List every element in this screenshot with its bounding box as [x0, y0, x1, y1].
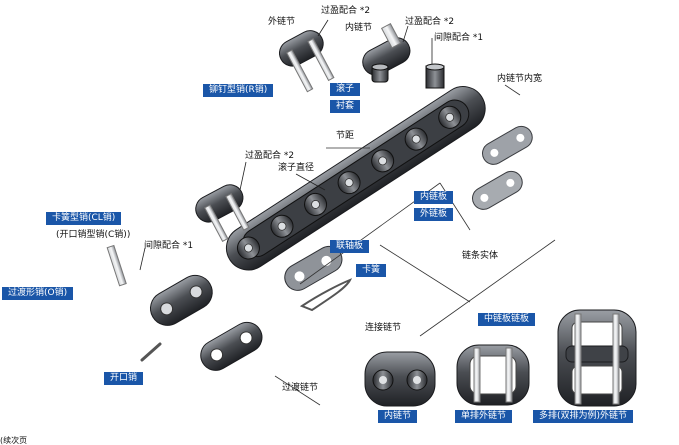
clip-type-pin-paren-label: (开口销型销(C销)) [56, 230, 131, 240]
clip-type-pin-box: 卡簧型销(CL销) [46, 212, 122, 225]
inner-link-thumb [364, 351, 436, 407]
offset-plate-lower [200, 321, 263, 371]
clip-type-link [195, 184, 250, 243]
riveted-outer-link [279, 30, 335, 93]
connecting-plate-box: 联轴板 [330, 240, 370, 253]
footer-fragment: (续次页 [0, 436, 28, 445]
riveted-pin-box: 铆钉型销(R销) [203, 84, 274, 97]
interference-fit-label-1: 过盈配合 *2 [321, 6, 371, 16]
chain-body [225, 86, 486, 271]
loose-outer-plate [472, 170, 523, 210]
offset-link [150, 274, 213, 326]
interference-fit-label-3: 过盈配合 *2 [245, 151, 295, 161]
connecting-link-label: 连接链节 [365, 323, 402, 333]
clearance-fit-label-1: 间隙配合 *1 [434, 33, 484, 43]
inner-width-label: 内链节内宽 [497, 74, 543, 84]
offset-pin-box: 过渡形销(O销) [2, 287, 74, 300]
spring-clip-part [299, 278, 353, 312]
outer-plate-box: 外链板 [414, 208, 454, 221]
offset-pin [106, 244, 127, 287]
interference-fit-label-2: 过盈配合 *2 [405, 17, 455, 27]
cotter-pin [140, 342, 162, 362]
bushing-part [425, 63, 445, 89]
spring-clip-box: 卡簧 [356, 264, 387, 277]
single-outer-link-box: 单排外链节 [455, 410, 513, 423]
multi-outer-link-thumb [557, 309, 637, 407]
clearance-fit-label-2: 间隙配合 *1 [144, 241, 194, 251]
chain-body-label: 链条实体 [462, 251, 499, 261]
offset-link-label: 过渡链节 [282, 383, 319, 393]
single-outer-link-thumb [456, 344, 530, 406]
outer-link-label: 外链节 [268, 17, 296, 27]
multi-outer-link-box: 多排(双排为例)外链节 [533, 410, 634, 423]
pitch-label: 节距 [336, 131, 355, 141]
roller-box: 滚子 [330, 83, 361, 96]
roller-diameter-label: 滚子直径 [278, 163, 315, 173]
middle-plate-box: 中链板链板 [478, 313, 536, 326]
inner-link-bottom-box: 内链节 [378, 410, 418, 423]
loose-inner-plate [482, 125, 533, 165]
inner-link-top-label: 内链节 [345, 23, 373, 33]
cotter-pin-box: 开口销 [104, 372, 144, 385]
leader-lines [139, 19, 433, 271]
roller-part [371, 63, 389, 83]
inner-plate-box: 内链板 [414, 191, 454, 204]
bushing-box: 衬套 [330, 100, 361, 113]
